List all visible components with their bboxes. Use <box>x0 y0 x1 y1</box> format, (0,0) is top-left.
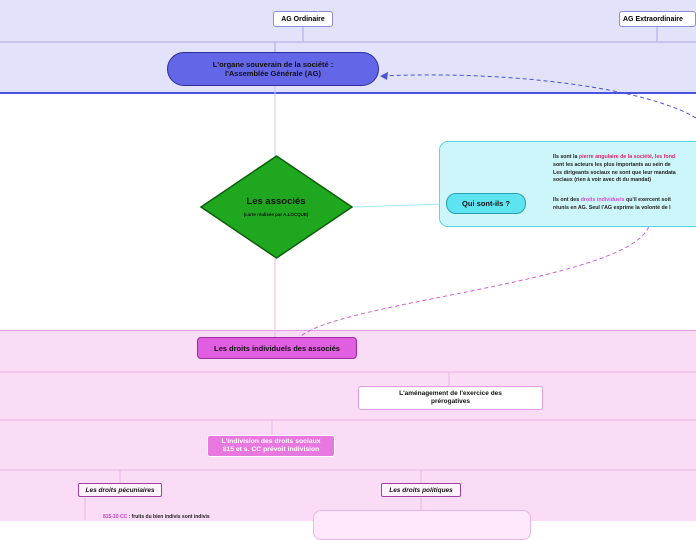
organe-line1: L'organe souverain de la société : <box>212 60 334 69</box>
amenagement-line2: prérogatives <box>430 398 471 405</box>
droits-individuels-node[interactable]: Les droits individuels des associés <box>197 337 357 359</box>
organe-souverain-node[interactable]: L'organe souverain de la société : l'Ass… <box>167 52 379 86</box>
pierre-angulaire-highlight: pierre angulaire de la société, les fond <box>578 154 676 160</box>
indivision-line2: 815 et s. CC prévoit indivision <box>222 446 320 453</box>
qui-sont-ils-node[interactable]: Qui sont-ils ? <box>446 193 526 214</box>
organe-line2: l'Assemblée Générale (AG) <box>225 69 321 78</box>
politiques-child-panel <box>313 510 531 540</box>
associes-subtitle: (carte réalisée par A.LOCQUE) <box>243 212 309 217</box>
droits-description: Ils ont des droits individuels qu'il exe… <box>553 197 671 211</box>
fruits-indivis-note: 815-10 CC : fruits du bien indivis sont … <box>103 514 210 522</box>
indivision-line1: L'indivision des droits sociaux <box>221 437 321 445</box>
indivision-node[interactable]: L'indivision des droits sociaux 815 et s… <box>207 435 335 457</box>
ag-extraordinaire-node[interactable]: AG Extraordinaire <box>619 11 696 27</box>
note-text: : fruits du bien indivis sont indivis <box>127 514 210 520</box>
associes-description: Ils sont la pierre angulaire de la socié… <box>553 154 676 184</box>
associes-title: Les associés <box>246 196 306 207</box>
article-label: 815-10 CC <box>103 514 128 520</box>
droits-individuels-highlight: droits individuels <box>580 197 625 203</box>
amenagement-node[interactable]: L'aménagement de l'exercice des prérogat… <box>358 386 543 410</box>
droits-pecuniaires-node[interactable]: Les droits pécuniaires <box>78 483 162 497</box>
amenagement-line1: L'aménagement de l'exercice des <box>399 390 502 397</box>
droits-politiques-node[interactable]: Les droits politiques <box>381 483 461 497</box>
associes-diamond-node[interactable] <box>200 155 353 259</box>
ag-ordinaire-node[interactable]: AG Ordinaire <box>273 11 333 27</box>
